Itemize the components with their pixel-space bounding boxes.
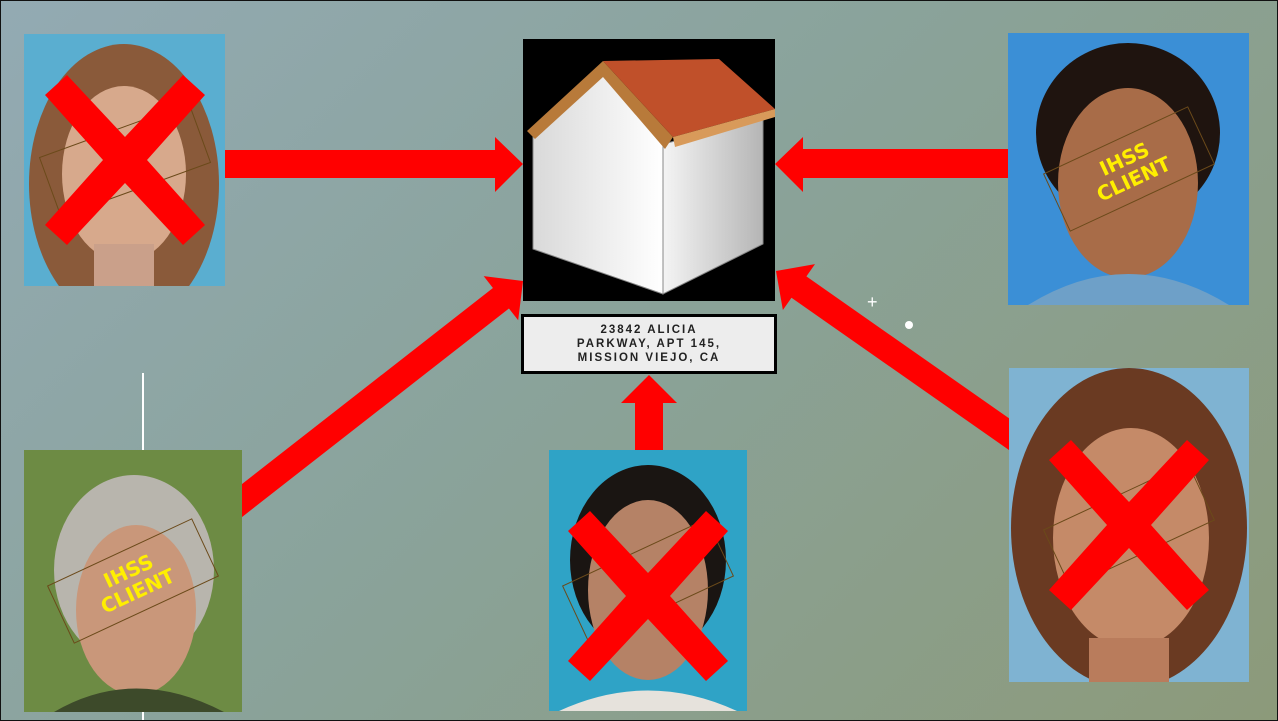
x-mark-icon bbox=[568, 511, 728, 681]
address-line-2: PARKWAY, APT 145, bbox=[577, 337, 721, 351]
x-mark-icon bbox=[45, 75, 205, 245]
photo-top-right: IHSS CLIENT bbox=[1008, 33, 1249, 305]
address-line-1: 23842 ALICIA bbox=[600, 323, 697, 337]
x-mark-icon bbox=[1049, 440, 1209, 610]
house-image bbox=[523, 39, 775, 301]
photo-bottom-center bbox=[549, 450, 747, 711]
plus-sparkle-icon: + bbox=[867, 293, 878, 311]
arrow-from-top-left bbox=[225, 137, 523, 192]
house-icon bbox=[523, 39, 775, 301]
photo-bottom-left: IHSS CLIENT bbox=[24, 450, 242, 712]
dot-sparkle-icon bbox=[905, 321, 913, 329]
address-label: 23842 ALICIA PARKWAY, APT 145, MISSION V… bbox=[521, 314, 777, 374]
arrow-from-top-right bbox=[775, 137, 1008, 192]
photo-bottom-right bbox=[1009, 368, 1249, 682]
address-line-3: MISSION VIEJO, CA bbox=[578, 351, 721, 365]
photo-top-left bbox=[24, 34, 225, 286]
arrow-from-bottom-center bbox=[621, 375, 677, 451]
